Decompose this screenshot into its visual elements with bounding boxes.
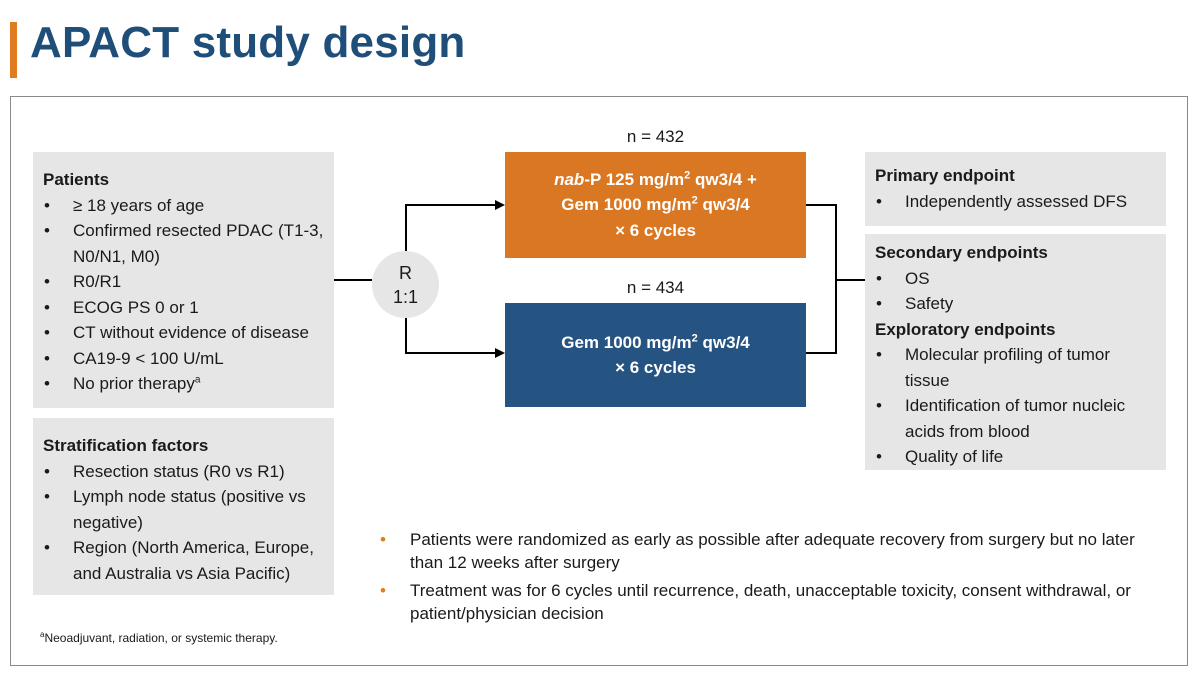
stratification-item: Resection status (R0 vs R1) [43, 459, 324, 485]
exploratory-endpoints-list: Molecular profiling of tumor tissue Iden… [875, 342, 1156, 470]
arm2-treatment-box: Gem 1000 mg/m2 qw3/4 × 6 cycles [505, 303, 806, 407]
arm1-sup1: 2 [684, 169, 691, 182]
arm2-n-label: n = 434 [626, 278, 685, 297]
footnote: aNeoadjuvant, radiation, or systemic the… [40, 630, 278, 645]
primary-endpoint-list: Independently assessed DFS [875, 189, 1156, 215]
patients-item: R0/R1 [43, 269, 324, 295]
secondary-endpoints-list: OS Safety [875, 266, 1156, 317]
study-notes: Patients were randomized as early as pos… [380, 528, 1170, 630]
patients-list: ≥ 18 years of age Confirmed resected PDA… [43, 193, 324, 397]
patients-item: CA19-9 < 100 U/mL [43, 346, 324, 372]
secondary-endpoints-box: Secondary endpoints OS Safety Explorator… [865, 234, 1166, 470]
arm1-line3: × 6 cycles [615, 220, 696, 240]
patients-item: Confirmed resected PDAC (T1-3, N0/N1, M0… [43, 218, 324, 269]
arm1-sup2: 2 [691, 194, 698, 207]
secondary-endpoint-item: OS [875, 266, 1156, 292]
arms-merge-line [806, 204, 837, 354]
arm1-treatment-box: nab-P 125 mg/m2 qw3/4 + Gem 1000 mg/m2 q… [505, 152, 806, 258]
title-accent-bar [10, 22, 17, 78]
primary-endpoint-box: Primary endpoint Independently assessed … [865, 152, 1166, 226]
stratification-header: Stratification factors [43, 436, 209, 455]
stratification-box: Stratification factors Resection status … [33, 418, 334, 595]
footnote-marker: a [40, 630, 45, 639]
randomization-label: R [399, 262, 412, 283]
patients-item: ECOG PS 0 or 1 [43, 295, 324, 321]
arm1-line1: nab-P 125 mg/m2 qw3/4 + [505, 167, 806, 193]
primary-endpoint-header: Primary endpoint [875, 166, 1015, 185]
patients-item-prior-therapy: No prior therapya [43, 371, 324, 397]
arm1-line1-end: qw3/4 + [690, 169, 757, 189]
study-note: Treatment was for 6 cycles until recurre… [380, 579, 1170, 625]
stratification-list: Resection status (R0 vs R1) Lymph node s… [43, 459, 324, 587]
arm2-line2: × 6 cycles [615, 358, 696, 377]
exploratory-endpoints-header: Exploratory endpoints [875, 319, 1056, 339]
arm2-sup1: 2 [691, 331, 698, 344]
arm1-line2-end: qw3/4 [697, 195, 750, 215]
arm1-n-label: n = 432 [626, 127, 685, 146]
arm1-italic: nab [554, 169, 585, 189]
footnote-text: Neoadjuvant, radiation, or systemic ther… [44, 631, 278, 645]
arm1-line1-text: -P 125 mg/m [584, 169, 685, 189]
randomization-ratio: 1:1 [392, 286, 419, 307]
secondary-endpoint-item: Safety [875, 291, 1156, 317]
arm1-line2-text: Gem 1000 mg/m [561, 195, 692, 215]
exploratory-endpoint-item: Identification of tumor nucleic acids fr… [875, 393, 1156, 444]
arm2-line1: Gem 1000 mg/m2 qw3/4 [505, 330, 806, 356]
patients-box: Patients ≥ 18 years of age Confirmed res… [33, 152, 334, 408]
r-to-arm1-arrow [405, 200, 505, 251]
r-to-arm2-arrow [405, 318, 505, 358]
secondary-endpoints-header: Secondary endpoints [875, 243, 1048, 262]
patients-item-text: No prior therapy [73, 374, 195, 393]
study-note: Patients were randomized as early as pos… [380, 528, 1170, 574]
page-title: APACT study design [30, 18, 466, 67]
exploratory-endpoint-item: Quality of life [875, 444, 1156, 470]
stratification-item: Region (North America, Europe, and Austr… [43, 535, 324, 586]
patients-header: Patients [43, 170, 110, 189]
footnote-marker: a [194, 374, 201, 386]
diagram-frame [10, 96, 1188, 666]
patients-item: CT without evidence of disease [43, 320, 324, 346]
arm1-line2: Gem 1000 mg/m2 qw3/4 [505, 192, 806, 218]
primary-endpoint-item: Independently assessed DFS [875, 189, 1156, 215]
arm2-line1-end: qw3/4 [697, 332, 750, 352]
patients-item: ≥ 18 years of age [43, 193, 324, 219]
randomization-circle: R 1:1 [372, 251, 439, 318]
stratification-item: Lymph node status (positive vs negative) [43, 484, 324, 535]
exploratory-endpoint-item: Molecular profiling of tumor tissue [875, 342, 1156, 393]
arm2-line1-text: Gem 1000 mg/m [561, 332, 692, 352]
